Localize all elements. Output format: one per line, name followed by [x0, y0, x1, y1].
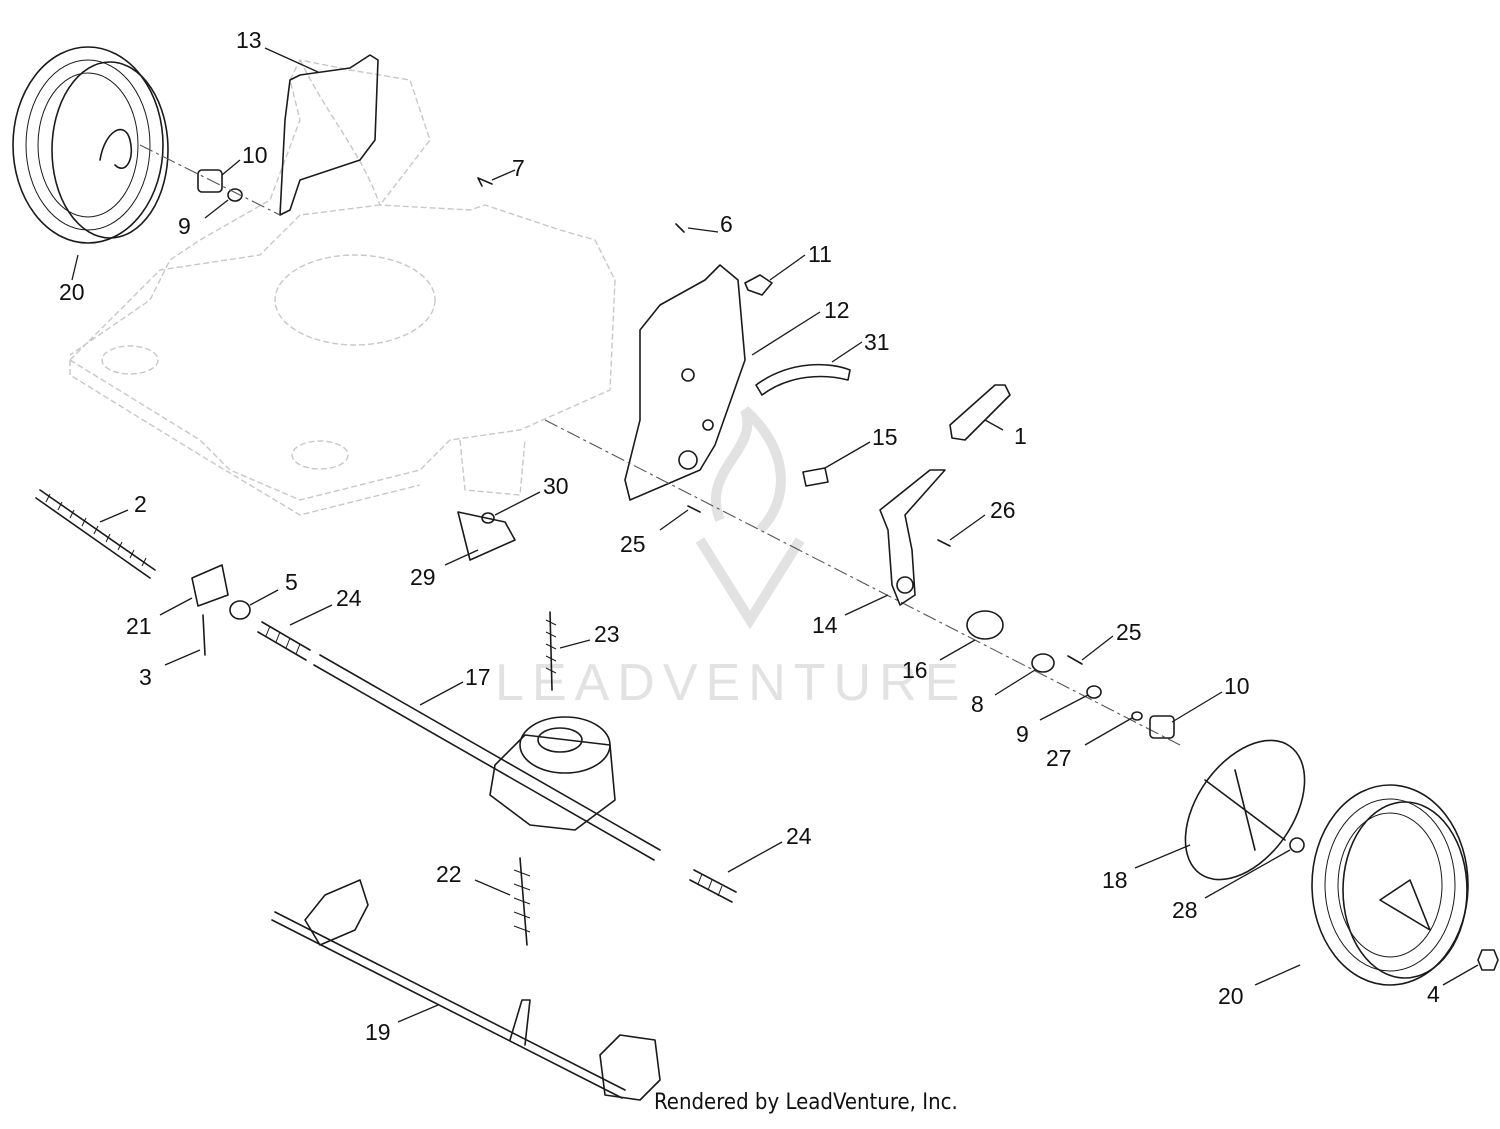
watermark-flame-icon — [695, 406, 805, 630]
callout-6: 6 — [720, 211, 733, 237]
callout-28: 28 — [1172, 897, 1198, 923]
part-16-bushing[interactable] — [966, 610, 1004, 640]
part-9-washer-right[interactable] — [1086, 685, 1102, 699]
part-24-spring-right[interactable] — [689, 869, 737, 903]
callout-25-right: 25 — [1116, 619, 1142, 645]
deck-frame — [69, 59, 616, 516]
part-10-pinion-left[interactable] — [197, 169, 223, 193]
part-5-bushing[interactable] — [229, 600, 251, 620]
callout-19: 19 — [365, 1019, 391, 1045]
callout-24-right: 24 — [786, 823, 812, 849]
callout-20-left: 20 — [59, 279, 85, 305]
part-15-spring-clip[interactable] — [802, 467, 829, 487]
part-22-spring[interactable] — [513, 857, 531, 946]
leader-lines — [71, 47, 1479, 1023]
callout-12: 12 — [824, 297, 850, 323]
callout-20-right: 20 — [1218, 983, 1244, 1009]
axis-height-plate — [544, 419, 1181, 746]
watermark: LEADVENTURE — [495, 406, 967, 712]
callout-1: 1 — [1014, 423, 1027, 449]
callout-25-plate: 25 — [620, 531, 646, 557]
part-14-height-lever[interactable] — [879, 469, 946, 606]
part-18-wheel-cover[interactable] — [1161, 719, 1329, 902]
part-7-pin[interactable] — [477, 177, 493, 187]
callout-27: 27 — [1046, 745, 1072, 771]
render-credit: Rendered by LeadVenture, Inc. — [654, 1090, 958, 1115]
callout-14: 14 — [812, 612, 838, 638]
callout-5: 5 — [285, 569, 298, 595]
axis-left-wheel — [139, 144, 281, 216]
part-12-height-plate[interactable] — [624, 264, 746, 501]
callout-3: 3 — [139, 664, 152, 690]
callouts: 13 10 9 20 7 6 11 12 31 1 15 26 25 30 29… — [59, 27, 1440, 1045]
callout-18: 18 — [1102, 867, 1128, 893]
part-26-bolt[interactable] — [937, 539, 951, 547]
watermark-text: LEADVENTURE — [495, 654, 967, 712]
part-20-wheel-left[interactable] — [12, 46, 169, 244]
callout-23: 23 — [594, 621, 620, 647]
part-11-clip[interactable] — [744, 274, 773, 296]
part-21-bracket[interactable] — [191, 564, 229, 607]
part-1-grip[interactable] — [949, 384, 1011, 441]
callout-2: 2 — [134, 491, 147, 517]
part-20-wheel-right[interactable] — [1311, 784, 1469, 986]
part-8-washer[interactable] — [1031, 653, 1055, 673]
part-31-index-strip[interactable] — [755, 363, 851, 396]
callout-31: 31 — [864, 329, 890, 355]
callout-17: 17 — [465, 664, 491, 690]
callout-9-right: 9 — [1016, 721, 1029, 747]
callout-26: 26 — [990, 497, 1016, 523]
callout-8: 8 — [971, 691, 984, 717]
part-25-bolt-right[interactable] — [1067, 655, 1083, 665]
part-23-spring[interactable] — [545, 611, 557, 691]
callout-15: 15 — [872, 424, 898, 450]
part-28-washer[interactable] — [1289, 837, 1305, 853]
part-4-nut[interactable] — [1477, 949, 1499, 971]
part-17-drive-axle[interactable] — [313, 654, 661, 861]
part-24-spring-left[interactable] — [257, 621, 311, 661]
callout-30: 30 — [543, 473, 569, 499]
part-29-guard[interactable] — [457, 511, 516, 561]
part-3-screw[interactable] — [202, 614, 206, 656]
part-27-clip[interactable] — [1131, 711, 1143, 721]
part-6-screw[interactable] — [675, 223, 685, 233]
callout-21: 21 — [126, 613, 152, 639]
callout-10-right: 10 — [1224, 673, 1250, 699]
part-10-pinion-right[interactable] — [1149, 715, 1175, 739]
part-9-washer-left[interactable] — [227, 188, 243, 202]
part-25-bolt-plate[interactable] — [687, 505, 701, 513]
callout-13: 13 — [236, 27, 262, 53]
callout-10-left: 10 — [242, 142, 268, 168]
part-13-rear-bracket[interactable] — [279, 54, 379, 216]
callout-16: 16 — [902, 657, 928, 683]
callout-24-left: 24 — [336, 585, 362, 611]
callout-22: 22 — [436, 861, 462, 887]
transmission-gearbox[interactable] — [489, 716, 616, 831]
part-19-height-shaft[interactable] — [271, 879, 661, 1101]
callout-7: 7 — [512, 155, 525, 181]
callout-11: 11 — [808, 241, 832, 267]
part-2-spring[interactable] — [35, 489, 156, 579]
callout-9-left: 9 — [178, 213, 191, 239]
callout-29: 29 — [410, 564, 436, 590]
part-30-nut[interactable] — [481, 512, 495, 524]
callout-4: 4 — [1427, 981, 1440, 1007]
